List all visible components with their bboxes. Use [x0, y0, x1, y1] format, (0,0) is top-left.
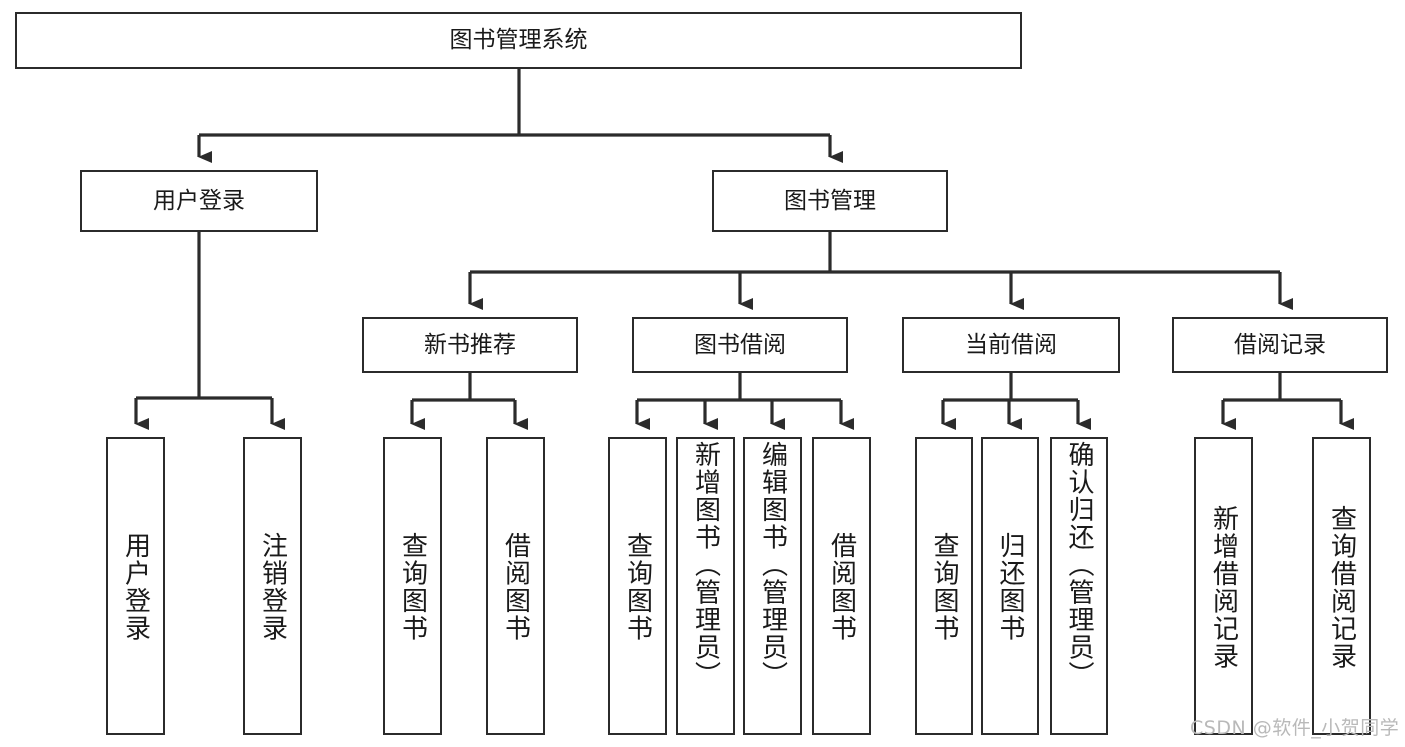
- leaf-borrow-edit-book-admin[interactable]: 编辑图书（管理员）: [743, 437, 802, 735]
- node-label: 新书推荐: [424, 331, 516, 358]
- leaf-record-add-record[interactable]: 新增借阅记录: [1194, 437, 1253, 735]
- node-label: 查询图书: [622, 532, 653, 642]
- node-label: 查询借阅记录: [1326, 504, 1357, 670]
- node-label: 图书借阅: [694, 331, 786, 358]
- watermark-text: CSDN @软件_小贺同学: [1190, 717, 1400, 739]
- node-label: 编辑图书（管理员）: [757, 441, 788, 689]
- node-current-borrow[interactable]: 当前借阅: [902, 317, 1120, 373]
- node-label: 图书管理系统: [449, 27, 588, 54]
- leaf-recommend-borrow-book[interactable]: 借阅图书: [486, 437, 545, 735]
- node-label: 查询图书: [929, 532, 959, 642]
- node-label: 借阅记录: [1234, 331, 1326, 358]
- node-label: 用户登录: [153, 187, 245, 214]
- leaf-borrow-add-book-admin[interactable]: 新增图书（管理员）: [676, 437, 735, 735]
- leaf-current-confirm-return-admin[interactable]: 确认归还（管理员）: [1050, 437, 1108, 735]
- node-label: 用户登录: [120, 532, 151, 642]
- node-label: 借阅图书: [826, 532, 857, 642]
- node-label: 归还图书: [995, 532, 1025, 642]
- leaf-record-query-record[interactable]: 查询借阅记录: [1312, 437, 1371, 735]
- leaf-recommend-query-book[interactable]: 查询图书: [383, 437, 442, 735]
- node-label: 注销登录: [257, 532, 288, 642]
- node-borrow-record[interactable]: 借阅记录: [1172, 317, 1388, 373]
- node-label: 借阅图书: [500, 532, 531, 642]
- node-user-login[interactable]: 用户登录: [80, 170, 318, 232]
- node-label: 当前借阅: [965, 331, 1057, 358]
- leaf-borrow-query-book[interactable]: 查询图书: [608, 437, 667, 735]
- node-label: 确认归还（管理员）: [1064, 441, 1094, 689]
- leaf-user-login-login[interactable]: 用户登录: [106, 437, 165, 735]
- leaf-borrow-borrow-book[interactable]: 借阅图书: [812, 437, 871, 735]
- leaf-current-return-book[interactable]: 归还图书: [981, 437, 1039, 735]
- node-new-book-recommend[interactable]: 新书推荐: [362, 317, 578, 373]
- node-book-borrow[interactable]: 图书借阅: [632, 317, 848, 373]
- leaf-current-query-book[interactable]: 查询图书: [915, 437, 973, 735]
- node-book-management[interactable]: 图书管理: [712, 170, 948, 232]
- node-root-system[interactable]: 图书管理系统: [15, 12, 1022, 69]
- node-label: 图书管理: [784, 187, 876, 214]
- node-label: 新增图书（管理员）: [690, 441, 721, 689]
- node-label: 新增借阅记录: [1208, 504, 1239, 670]
- node-label: 查询图书: [397, 532, 428, 642]
- leaf-user-login-logout[interactable]: 注销登录: [243, 437, 302, 735]
